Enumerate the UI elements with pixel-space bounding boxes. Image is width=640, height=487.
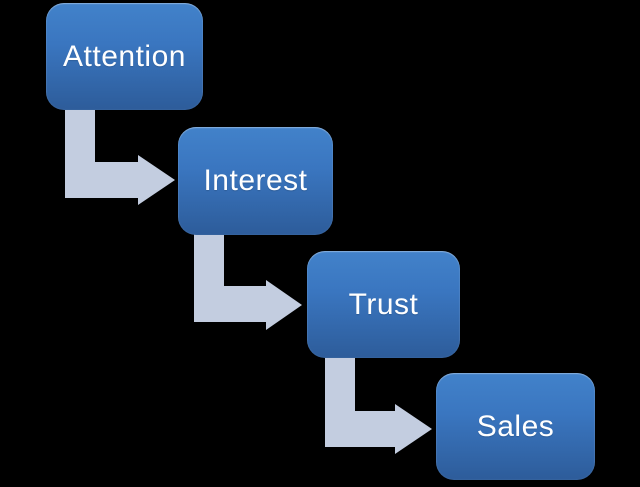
node-attention-label: Attention: [63, 39, 186, 73]
node-sales-label: Sales: [476, 409, 555, 443]
elbow-arrow-interest-to-trust-icon: [194, 233, 302, 330]
elbow-arrow-trust-to-sales-icon: [325, 356, 432, 454]
node-interest: Interest: [178, 127, 333, 235]
elbow-arrow-attention-to-interest-icon: [65, 108, 175, 205]
node-trust-label: Trust: [348, 287, 419, 321]
node-trust: Trust: [307, 251, 460, 358]
node-attention: Attention: [46, 3, 203, 110]
node-sales: Sales: [436, 373, 595, 480]
node-interest-label: Interest: [203, 164, 308, 197]
